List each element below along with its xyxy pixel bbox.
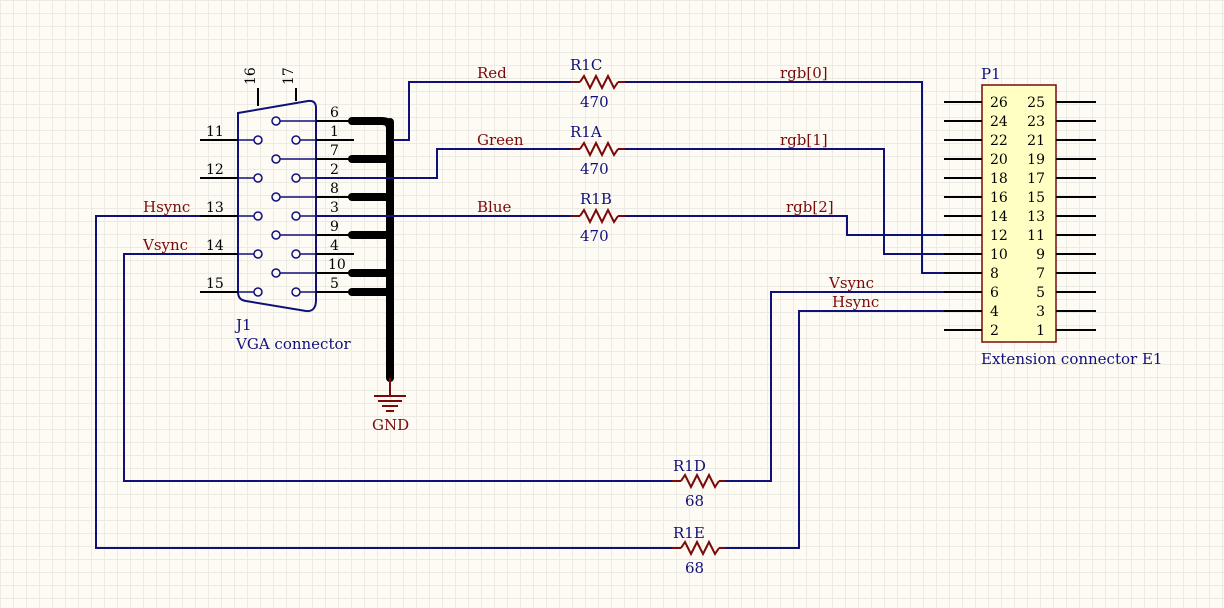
header-pin-14-label: 14 (990, 209, 1008, 225)
r1d-ref: R1D (673, 457, 706, 475)
vga-pin-6-label: 6 (330, 105, 339, 121)
net-label-green: Green (477, 131, 524, 149)
header-name: Extension connector E1 (981, 350, 1162, 368)
net-label-rgb1: rgb[1] (780, 131, 828, 149)
header-pin-8-label: 8 (990, 266, 999, 282)
header-pin-15-label: 15 (1027, 190, 1045, 206)
wire-vsync (123, 253, 672, 482)
r1a-ref: R1A (570, 123, 602, 141)
vga-connector: 16 17 (200, 67, 354, 353)
vga-pin-12-label: 12 (206, 162, 224, 178)
header-pin-19-label: 19 (1027, 152, 1045, 168)
vga-pin-13-label: 13 (206, 200, 224, 216)
header-pin-20-label: 20 (990, 152, 1008, 168)
net-label-red: Red (477, 64, 507, 82)
r1c-value: 470 (580, 93, 609, 111)
wire-hsync (95, 215, 672, 549)
header-body (981, 84, 1057, 343)
vga-pin-5-label: 5 (330, 276, 339, 292)
resistor-r1e (672, 539, 726, 557)
net-label-blue: Blue (477, 198, 511, 216)
resistor-r1a (571, 140, 625, 158)
vga-pin-7-label: 7 (330, 143, 339, 159)
vga-pin-8-label: 8 (330, 181, 339, 197)
vga-pin-16-label: 16 (243, 67, 259, 85)
header-pin-23-label: 23 (1027, 114, 1045, 130)
net-label-vsync-right: Vsync (828, 274, 874, 292)
resistor-r1b (571, 207, 625, 225)
ground-bus (348, 117, 394, 382)
wire-hsync-right (726, 310, 944, 549)
vga-ref: J1 (234, 316, 252, 334)
header-pin-6-label: 6 (990, 285, 999, 301)
r1e-value: 68 (685, 559, 704, 577)
header-pin-16-label: 16 (990, 190, 1008, 206)
wire-vsync-right (726, 291, 944, 482)
net-label-vsync-left: Vsync (142, 236, 188, 254)
vga-pin-9-label: 9 (330, 219, 339, 235)
header-ref: P1 (981, 65, 1001, 83)
wire-rgb0 (625, 81, 944, 274)
wire-rgb1 (625, 148, 944, 255)
header-pin-9-label: 9 (1036, 247, 1045, 263)
vga-pin-4-label: 4 (330, 238, 339, 254)
vga-pin-17-label: 17 (281, 67, 297, 85)
header-pin-13-label: 13 (1027, 209, 1045, 225)
vga-pin-14-label: 14 (206, 238, 224, 254)
r1e-ref: R1E (673, 524, 705, 542)
header-pin-5-label: 5 (1036, 285, 1045, 301)
header-pin-11-label: 11 (1027, 228, 1045, 244)
wire-red (393, 81, 571, 141)
header-pin-2-label: 2 (990, 323, 999, 339)
vga-pin-15-label: 15 (206, 276, 224, 292)
vga-pin-holes (253, 116, 301, 297)
vga-left-pin-leads (200, 139, 238, 293)
r1b-value: 470 (580, 227, 609, 245)
r1d-value: 68 (685, 492, 704, 510)
vga-name: VGA connector (235, 335, 352, 353)
vga-pin-2-label: 2 (330, 162, 339, 178)
vga-right-pin-leads (316, 120, 354, 293)
header-pin-18-label: 18 (990, 171, 1008, 187)
header-pin-10-label: 10 (990, 247, 1008, 263)
header-pin-26-label: 26 (990, 95, 1008, 111)
header-pin-3-label: 3 (1036, 304, 1045, 320)
resistor-r1c (571, 73, 625, 91)
header-pin-17-label: 17 (1027, 171, 1045, 187)
r1c-ref: R1C (570, 56, 602, 74)
vga-pin-3-label: 3 (330, 200, 339, 216)
gnd-label: GND (372, 416, 409, 434)
vga-pin-10-label: 10 (328, 257, 346, 273)
header-pin-21-label: 21 (1027, 133, 1045, 149)
wire-rgb2 (625, 215, 944, 236)
wires (95, 81, 944, 549)
r1b-ref: R1B (580, 190, 612, 208)
net-label-hsync-right: Hsync (832, 293, 879, 311)
net-label-rgb2: rgb[2] (786, 198, 834, 216)
wire-green (316, 148, 571, 179)
net-label-hsync-left: Hsync (143, 198, 190, 216)
net-label-rgb0: rgb[0] (780, 64, 828, 82)
header-pin-4-label: 4 (990, 304, 999, 320)
header-pin-25-label: 25 (1027, 95, 1045, 111)
vga-internal-wires (238, 120, 316, 293)
header-pin-24-label: 24 (990, 114, 1008, 130)
r1a-value: 470 (580, 160, 609, 178)
header-pin-12-label: 12 (990, 228, 1008, 244)
vga-connector-body (237, 99, 317, 313)
vga-pin-1-label: 1 (330, 124, 339, 140)
header-pin-22-label: 22 (990, 133, 1008, 149)
vga-pin-11-label: 11 (206, 124, 224, 140)
header-pin-7-label: 7 (1036, 266, 1045, 282)
resistor-r1d (672, 472, 726, 490)
gnd-symbol (374, 378, 406, 412)
header-pin-1-label: 1 (1036, 323, 1045, 339)
